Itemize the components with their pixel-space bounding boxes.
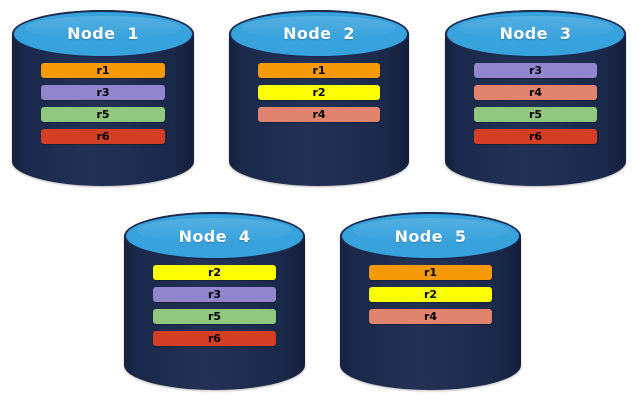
node-3-cylinder-top-gloss <box>457 16 614 41</box>
replica-bar-r4[interactable]: r4 <box>257 106 381 122</box>
replica-bar-r2[interactable]: r2 <box>152 265 277 281</box>
node-5-replica-list: r1 r2 r4 <box>368 265 493 325</box>
replica-bar-r3[interactable]: r3 <box>152 287 277 303</box>
replica-bar-r3[interactable]: r3 <box>473 62 598 78</box>
replica-bar-r1[interactable]: r1 <box>368 265 493 281</box>
node-2-cylinder-top-gloss <box>241 16 397 41</box>
replica-bar-r2[interactable]: r2 <box>257 84 381 100</box>
node-3-cylinder-top <box>445 10 626 58</box>
replica-bar-r4[interactable]: r4 <box>368 309 493 325</box>
node-4-cylinder-top-gloss <box>136 218 293 243</box>
node-1-cylinder-top-gloss <box>24 16 182 41</box>
node-1-cylinder-top <box>12 10 194 58</box>
replica-bar-r1[interactable]: r1 <box>41 62 165 78</box>
node-4-replica-list: r2 r3 r5 r6 <box>152 265 277 347</box>
replica-bar-r6[interactable]: r6 <box>41 128 165 144</box>
replica-bar-r2[interactable]: r2 <box>368 287 493 303</box>
node-4-cylinder-top <box>124 212 305 261</box>
node-5-cylinder-top <box>340 212 521 261</box>
replica-bar-r6[interactable]: r6 <box>152 331 277 347</box>
node-1-replica-list: r1 r3 r5 r6 <box>41 62 165 144</box>
node-3-replica-list: r3 r4 r5 r6 <box>473 62 598 144</box>
node-5-cylinder-top-gloss <box>352 218 509 243</box>
replica-bar-r1[interactable]: r1 <box>257 62 381 78</box>
replica-bar-r4[interactable]: r4 <box>473 84 598 100</box>
node-2-replica-list: r1 r2 r4 <box>257 62 381 122</box>
replica-bar-r3[interactable]: r3 <box>41 84 165 100</box>
node-2-cylinder-top <box>229 10 409 58</box>
replica-bar-r5[interactable]: r5 <box>41 106 165 122</box>
replica-bar-r5[interactable]: r5 <box>152 309 277 325</box>
replica-bar-r5[interactable]: r5 <box>473 106 598 122</box>
replica-bar-r6[interactable]: r6 <box>473 128 598 144</box>
